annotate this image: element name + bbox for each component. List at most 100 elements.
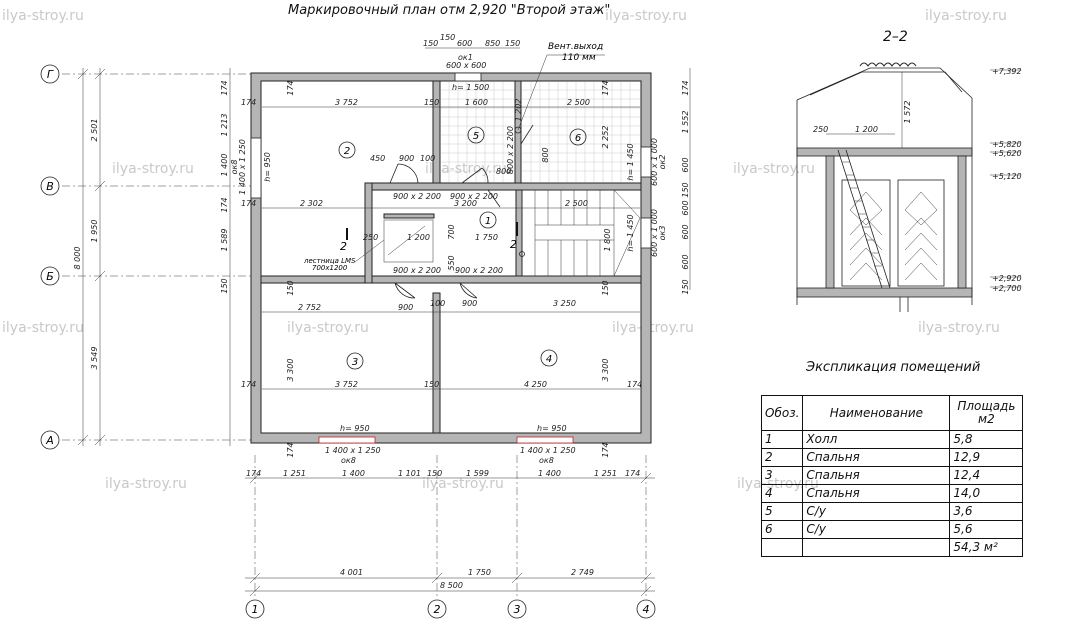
axis-bubbles-numbers: 1 2 3 4 [245, 599, 656, 619]
stair-size: 700x1200 [312, 264, 348, 272]
watermark: ilya-stroy.ru [733, 161, 815, 177]
dim-150: 150 [681, 182, 690, 197]
bottom-dimension-chains: 174 1 251 1 400 1 101 150 1 599 1 400 1 … [245, 469, 655, 597]
room-number-6: 6 [575, 133, 581, 144]
dim-r4-h: 3 300 [601, 359, 610, 382]
watermark: ilya-stroy.ru [918, 320, 1000, 336]
win-h1500: h= 1 500 [452, 83, 489, 92]
row-name: С/у [802, 502, 951, 521]
win-ok2-name: ок2 [658, 155, 667, 170]
dim-r3-h: 3 300 [286, 359, 295, 382]
dim-450: 450 [370, 154, 385, 163]
dim-bottom-1400b: 1 400 [538, 469, 561, 478]
header-area: Площадь м2 [949, 395, 1024, 431]
dim-174: 174 [241, 380, 256, 389]
dim-174: 174 [220, 197, 229, 212]
dim-r5-w: 1 600 [465, 98, 488, 107]
door-label: 900 x 2 200 [393, 266, 441, 275]
total-area: 54,3 м² [949, 538, 1024, 557]
dim-bottom-174: 174 [246, 469, 261, 478]
win-h1450-b: h= 1 450 [626, 214, 635, 251]
dim-600: 600 [681, 200, 690, 215]
table-row: 3 Спальня 12,4 [760, 466, 1024, 485]
dim-1400: 1 400 [220, 154, 229, 177]
wall-int-v2 [432, 292, 441, 434]
dim-1552: 1 552 [681, 111, 690, 134]
dim-600: 600 [457, 39, 472, 48]
win-ok8-br-name: ок8 [539, 456, 554, 465]
door-label: 900 x 2 200 [393, 192, 441, 201]
dim-bottom-1101: 1 101 [398, 469, 421, 478]
room-number-3: 3 [352, 357, 358, 368]
row-id: 5 [760, 502, 804, 521]
interior-dims: 3 752 150 1 600 2 500 174 174 2 302 3 20… [241, 80, 642, 457]
page-title: Маркировочный план отм 2,920 "Второй эта… [288, 3, 611, 18]
dim-600: 600 [681, 254, 690, 269]
dim-r3-w: 3 752 [335, 380, 358, 389]
dim-bottom-150: 150 [427, 469, 442, 478]
dim-left-1950: 1 950 [90, 220, 99, 243]
explication-table: Обоз. Наименование Площадь м2 1 Холл 5,8… [760, 395, 1024, 557]
vent-size: 110 мм [562, 53, 596, 63]
watermark: ilya-stroy.ru [422, 476, 504, 492]
dim-700: 700 [447, 224, 456, 239]
axis-number-3: 3 [514, 603, 521, 616]
axis-letter-g: Г [47, 68, 54, 81]
door-label: 900 x 2 200 [450, 192, 498, 201]
explication-title: Экспликация помещений [806, 360, 981, 375]
win-ok1-name: ок1 [458, 53, 473, 62]
row-area: 14,0 [949, 484, 1024, 503]
room-markers: 2 5 6 1 3 4 [338, 126, 587, 370]
win-ok8-bl-size: 1 400 x 1 250 [325, 446, 381, 455]
axis-lines [62, 73, 647, 596]
header-name: Наименование [802, 395, 951, 431]
section-2-2: +7,392 +5,820 +5,620 +5,120 +2,920 +2,70… [796, 62, 1022, 312]
win-ok2-size: 600 x 1 000 [650, 138, 659, 186]
vent-label: Вент.выход [548, 42, 603, 52]
section-marks: 2 2 [340, 222, 518, 253]
win-ok8-left-name: ок8 [230, 160, 239, 175]
row-id: 3 [760, 466, 804, 485]
dim-150: 150 [681, 279, 690, 294]
table-row: 2 Спальня 12,9 [760, 448, 1024, 467]
section-mark-left: 2 [340, 240, 347, 253]
dim-bottom-174b: 174 [625, 469, 640, 478]
row-name: Холл [802, 430, 951, 449]
level-2920: +2,920 [992, 274, 1022, 283]
dim-bottom-8500: 8 500 [440, 581, 463, 590]
opening-labels: 1 400 x 1 250 ок8 h= 950 1 400 x 1 250 о… [230, 126, 667, 465]
dim-r4-w: 4 250 [524, 380, 547, 389]
dim-bottom-4001: 4 001 [340, 568, 363, 577]
dim-bottom-1251b: 1 251 [594, 469, 617, 478]
section-dim-1572: 1 572 [903, 101, 912, 124]
dim-bottom-1750: 1 750 [468, 568, 491, 577]
axis-letter-b: Б [46, 270, 54, 283]
win-ok8-left-size: 1 400 x 1 250 [238, 139, 247, 195]
watermark: ilya-stroy.ru [105, 476, 187, 492]
table-row: 6 С/у 5,6 [760, 520, 1024, 539]
dim-150: 150 [505, 39, 520, 48]
dim-850: 850 [485, 39, 500, 48]
stair-label: лестница LMS [303, 257, 356, 265]
row-id: 4 [760, 484, 804, 503]
dim-3200: 3 200 [454, 199, 477, 208]
table-row: 4 Спальня 14,0 [760, 484, 1024, 503]
total-empty [802, 538, 951, 557]
top-window-dims: 150 150 600 850 150 ок1 600 x 600 h= 1 5… [423, 33, 520, 92]
dim-100: 100 [430, 299, 445, 308]
watermark: ilya-stroy.ru [2, 8, 84, 24]
dim-left-3549: 3 549 [90, 347, 99, 370]
watermark: ilya-stroy.ru [605, 8, 687, 24]
exterior-walls [250, 72, 652, 444]
row-area: 3,6 [949, 502, 1024, 521]
dim-174: 174 [627, 380, 642, 389]
row-id: 1 [760, 430, 804, 449]
row-id: 2 [760, 448, 804, 467]
dim-bottom-2749: 2 749 [571, 568, 594, 577]
watermarks: ilya-stroy.ru ilya-stroy.ru ilya-stroy.r… [2, 8, 1007, 492]
dim-174: 174 [241, 98, 256, 107]
win-ok3-name: ок3 [658, 226, 667, 241]
dim-150: 150 [424, 98, 439, 107]
win-ok8-br-size: 1 400 x 1 250 [520, 446, 576, 455]
